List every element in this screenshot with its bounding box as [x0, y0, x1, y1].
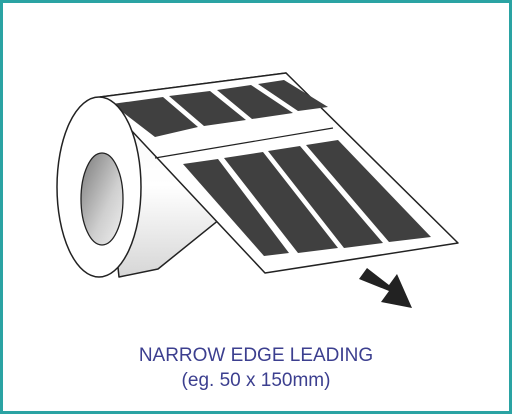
- label: [306, 140, 431, 242]
- label: [169, 91, 246, 126]
- arrow-down-right-icon: [359, 268, 412, 308]
- roll-end: [56, 96, 142, 278]
- label: [224, 152, 338, 253]
- label: [258, 80, 328, 111]
- label: [112, 97, 198, 137]
- feed-arrow: [359, 268, 412, 308]
- label-roll-illustration: [56, 72, 459, 308]
- labels-back-row: [112, 80, 328, 137]
- caption-line-example-size: (eg. 50 x 150mm): [181, 370, 331, 391]
- labels-front-row: [183, 140, 431, 256]
- label: [268, 146, 383, 248]
- label: [217, 85, 293, 119]
- web-fold-line: [154, 127, 334, 159]
- diagram-caption: NARROW EDGE LEADING (eg. 50 x 150mm): [3, 343, 509, 393]
- label: [183, 159, 289, 256]
- roll-core-hole: [80, 152, 124, 246]
- caption-line-orientation: NARROW EDGE LEADING: [138, 345, 374, 366]
